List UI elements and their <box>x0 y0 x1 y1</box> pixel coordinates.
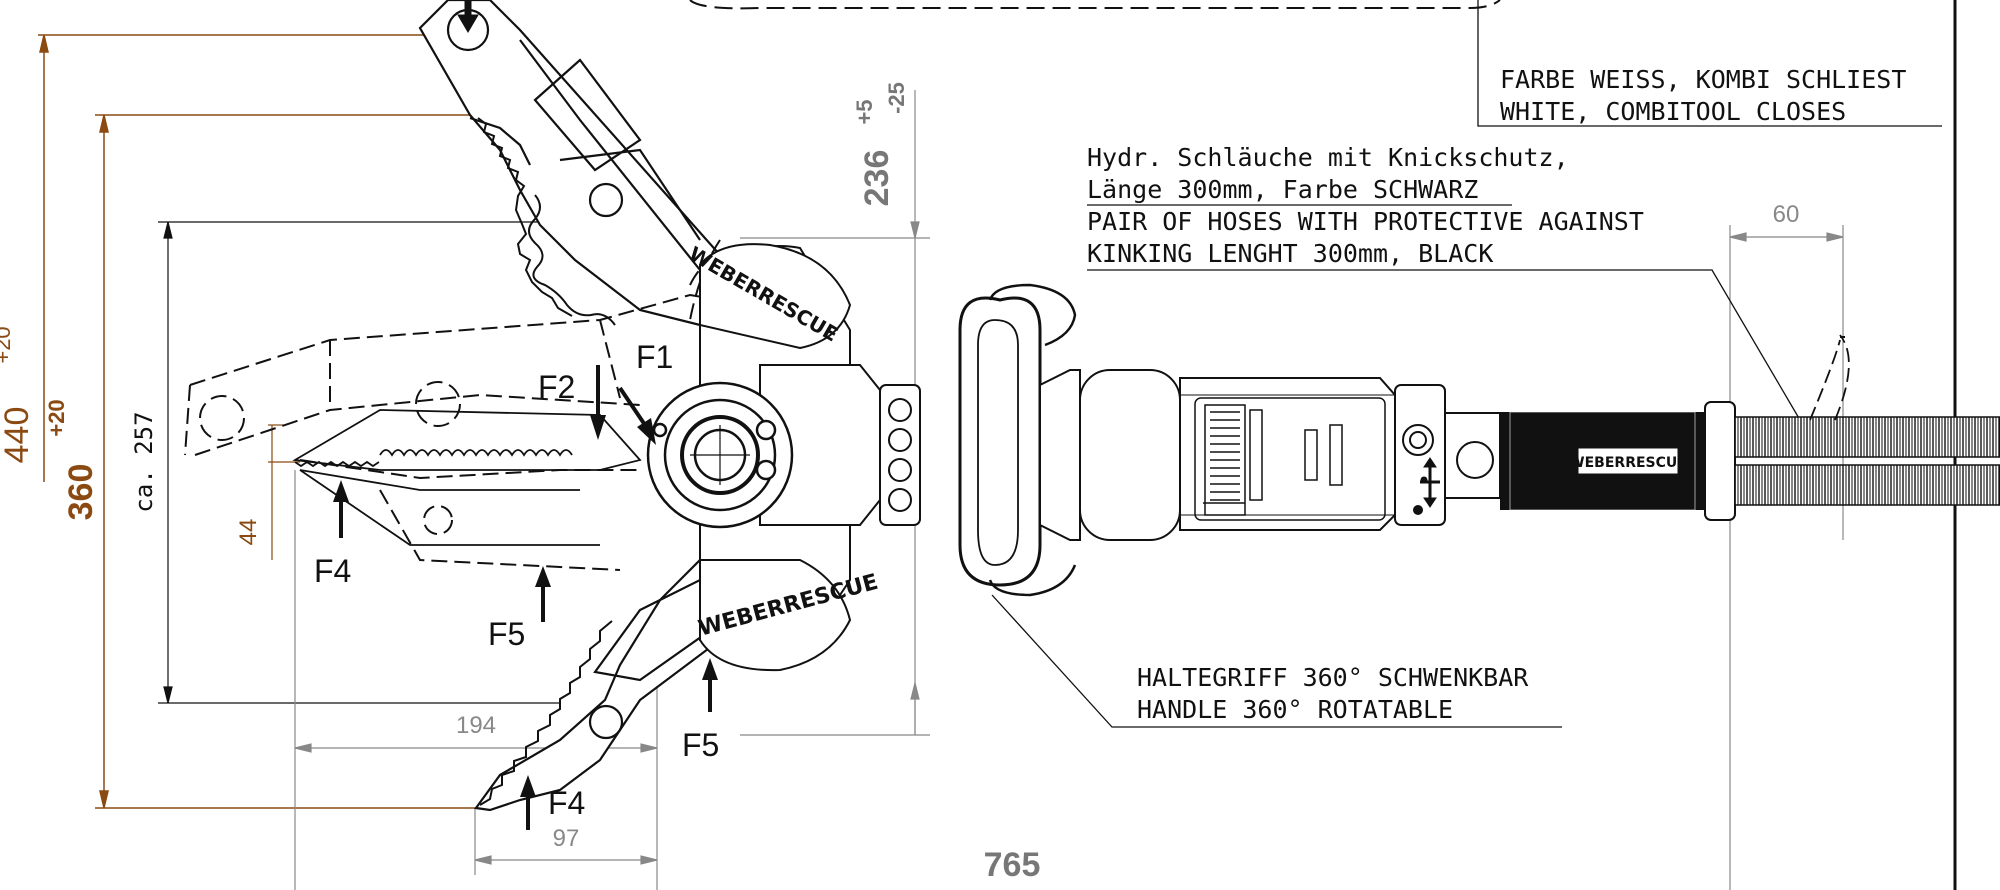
control-valve <box>1394 384 1446 526</box>
dim-765-label: 765 <box>984 846 1041 884</box>
note-hose-de-1: Hydr. Schläuche mit Knickschutz, <box>1087 143 1569 172</box>
top-pivot-arrow <box>457 0 479 33</box>
inner-blade <box>292 409 642 546</box>
lower-jaw-serration <box>479 620 613 806</box>
dim-440-tol: +20 <box>44 399 69 436</box>
lower-logo-plate <box>699 559 852 672</box>
leader-color-note <box>1477 0 1942 127</box>
note-handle-en: HANDLE 360° ROTATABLE <box>1137 695 1454 724</box>
dim-44-label: 44 <box>235 519 262 546</box>
end-cap <box>1704 401 1736 521</box>
dim-440-label: 440 <box>0 407 36 464</box>
force-label-f1: F1 <box>636 339 673 375</box>
leader-lines <box>991 0 1942 728</box>
upper-jaw-serration <box>477 117 573 317</box>
dim-97-label: 97 <box>553 825 580 852</box>
top-dashed-outline <box>689 0 1501 10</box>
dimension-360 <box>95 114 478 809</box>
rotatable-handle <box>958 283 1077 597</box>
note-hose-en-2: KINKING LENGHT 300mm, BLACK <box>1087 239 1494 268</box>
dim-60-label: 60 <box>1773 201 1800 228</box>
force-label-f5-left: F5 <box>488 616 525 652</box>
dim-236-label: 236 <box>858 150 896 207</box>
arrow-f1 <box>618 386 647 427</box>
dim-440-tol-top: +20 <box>0 326 15 363</box>
force-label-f4-upper: F4 <box>314 553 351 589</box>
dimension-194 <box>294 470 658 890</box>
dimension-440 <box>38 34 430 482</box>
dimension-44 <box>268 424 300 560</box>
upper-jaw-arm <box>418 0 762 332</box>
brand-logo-text: WEBERRESCUE <box>1569 455 1687 471</box>
force-arrows <box>333 365 718 830</box>
dimension-236 <box>740 90 930 736</box>
force-label-f5-right: F5 <box>682 727 719 763</box>
coupling <box>1444 412 1501 499</box>
upper-logo-plate <box>699 243 852 350</box>
note-hose-de-2: Länge 300mm, Farbe SCHWARZ <box>1087 175 1479 204</box>
pivot-bolt <box>646 381 794 529</box>
leader-hose-note <box>1087 269 1801 421</box>
note-handle-de: HALTEGRIFF 360° SCHWENKBAR <box>1137 663 1529 692</box>
leader-handle-note <box>991 594 1562 728</box>
rating-plate <box>1194 397 1386 521</box>
note-hose-en-1: PAIR OF HOSES WITH PROTECTIVE AGAINST <box>1087 207 1644 236</box>
dimension-60 <box>1729 225 1844 890</box>
dim-360-label: 360 <box>62 464 100 521</box>
force-label-f2: F2 <box>538 369 575 405</box>
valve-direction-icon <box>1420 457 1440 508</box>
force-label-f4-lower: F4 <box>548 785 585 821</box>
dimension-257 <box>158 221 585 704</box>
hydraulic-hoses <box>1734 334 2000 506</box>
dim-236-tol-minus: -25 <box>884 82 909 114</box>
dim-236-tol-plus: +5 <box>852 99 877 124</box>
upper-jaw-scallop <box>528 194 616 326</box>
rear-grip: WEBERRESCUE <box>1500 411 1705 511</box>
dimension-97 <box>474 808 658 875</box>
dim-257-label: ca. 257 <box>130 411 158 512</box>
note-color-en: WHITE, COMBITOOL CLOSES <box>1500 97 1847 126</box>
note-color-de: FARBE WEISS, KOMBI SCHLIEST <box>1500 65 1907 94</box>
dim-194-label: 194 <box>456 712 496 739</box>
